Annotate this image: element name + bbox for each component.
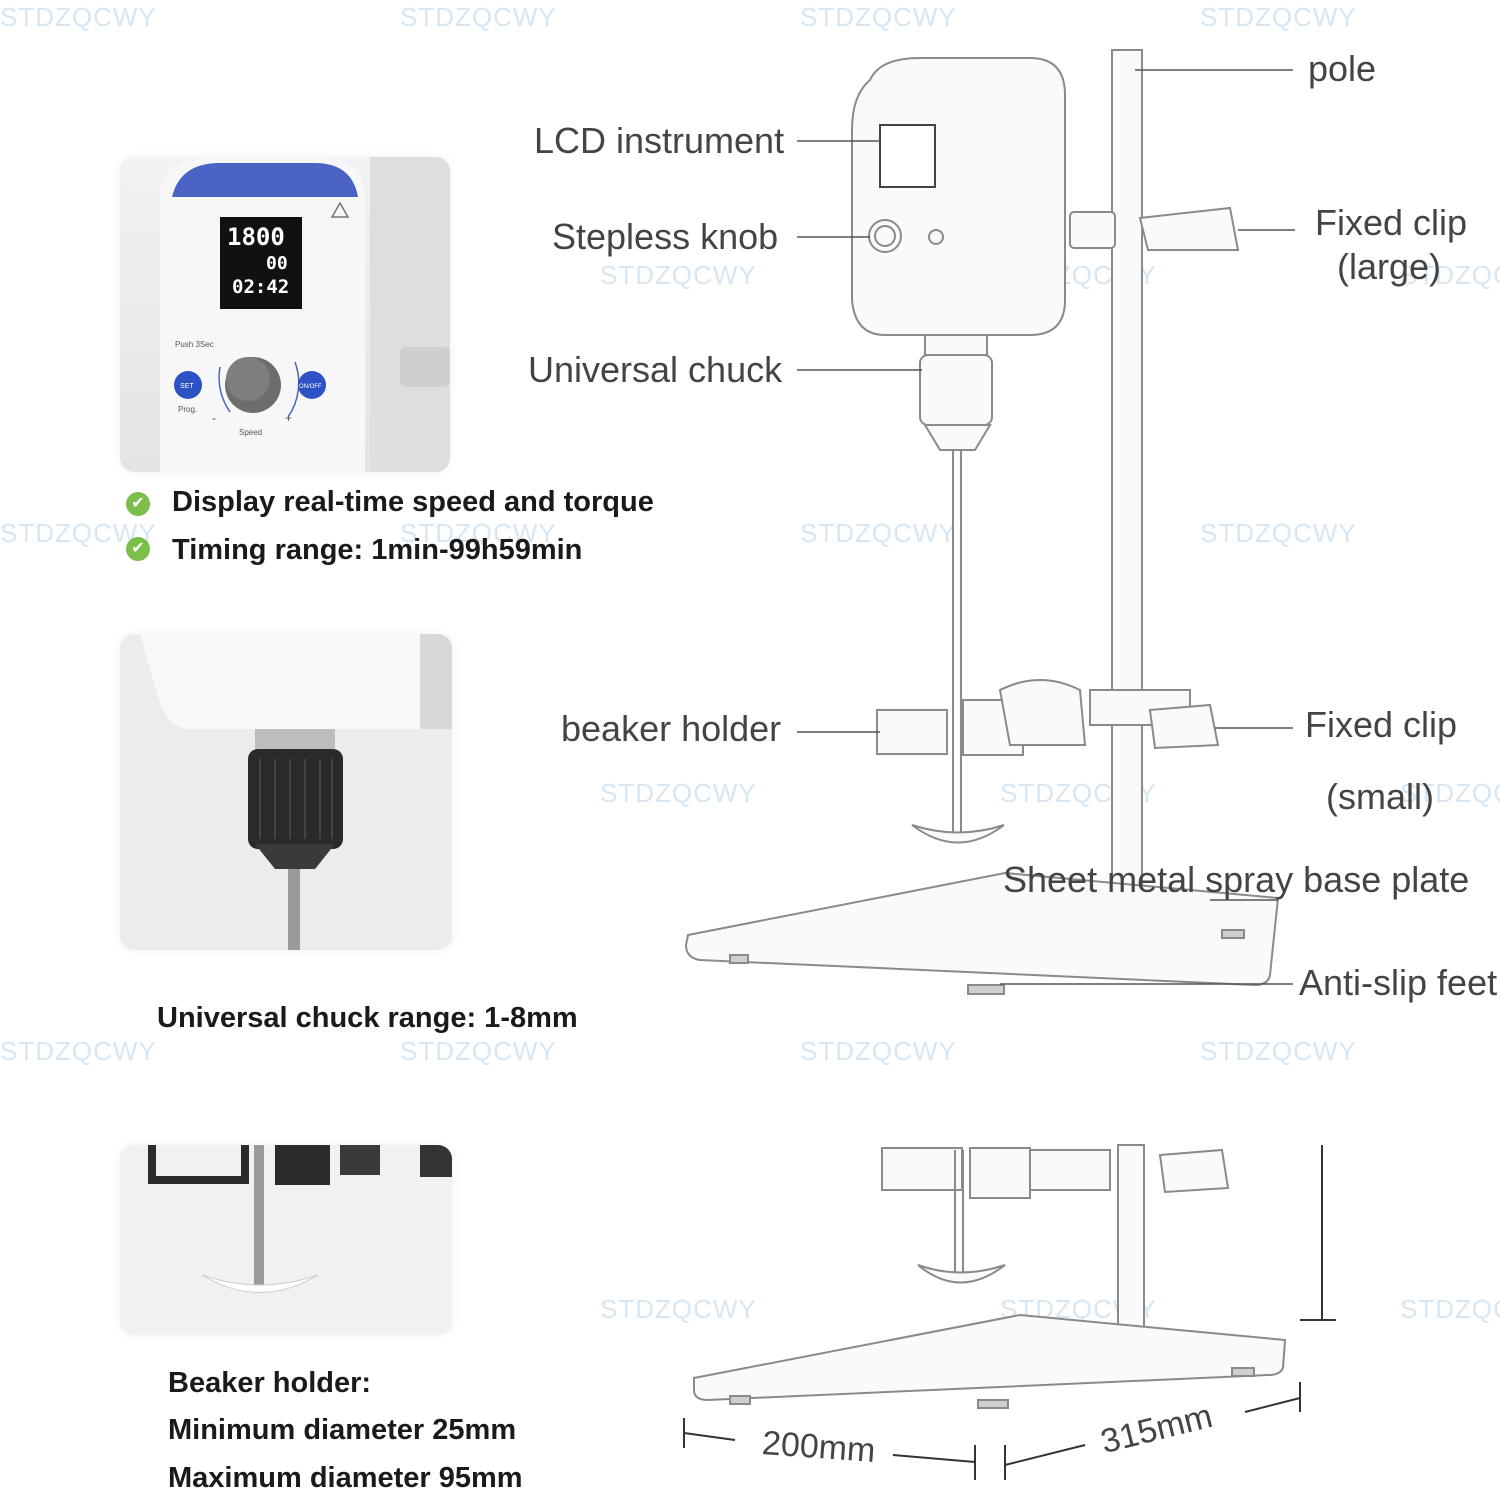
stirring-rod <box>254 1145 264 1285</box>
push-label: Push 3Sec <box>175 340 214 349</box>
stirring-rod <box>288 869 300 950</box>
watermark: STDZQCWY <box>0 2 157 32</box>
set-label: SET <box>180 383 194 390</box>
chuck-body <box>248 749 343 849</box>
watermark: STDZQCWY <box>1200 2 1357 32</box>
label-fixed-clip-small: Fixed clip <box>1305 704 1458 745</box>
chuck-illustration <box>120 634 452 950</box>
label-fixed-clip-large: Fixed clip <box>1315 202 1468 243</box>
plus-label: + <box>285 411 292 425</box>
watermark: STDZQCWY <box>600 778 757 808</box>
chuck-caption: Universal chuck range: 1-8mm <box>157 1002 578 1034</box>
label-lcd-instrument: LCD instrument <box>534 120 785 161</box>
beaker-caption-title: Beaker holder: <box>168 1367 372 1399</box>
set-button[interactable] <box>174 371 202 399</box>
beaker-holder-illustration <box>120 1145 452 1335</box>
speed-label: Speed <box>239 428 262 437</box>
minus-label: - <box>212 411 216 425</box>
watermark: STDZQCWY <box>1000 1294 1157 1324</box>
dimension-width: 200mm <box>760 1424 877 1470</box>
label-universal-chuck: Universal chuck <box>528 349 783 390</box>
beaker-caption-min: Minimum diameter 25mm <box>168 1414 517 1446</box>
label-fixed-clip-large-size: (large) <box>1337 246 1442 287</box>
watermark: STDZQCWY <box>600 260 757 290</box>
watermark: STDZQCWY <box>1400 260 1500 290</box>
impeller <box>201 1274 319 1293</box>
onoff-label: ON/OFF <box>299 384 322 390</box>
accent-band <box>172 163 358 197</box>
watermark: STDZQCWY <box>600 1294 757 1324</box>
watermark: STDZQCWY <box>1000 778 1157 808</box>
watermark: STDZQCWY <box>400 2 557 32</box>
feature-item: Timing range: 1min-99h59min <box>172 534 583 566</box>
watermark: STDZQCWY <box>800 518 957 548</box>
check-icon: ✔ <box>126 492 150 516</box>
lcd-time: 02:42 <box>232 276 289 298</box>
check-icon: ✔ <box>126 537 150 561</box>
watermark: STDZQCWY <box>800 1036 957 1066</box>
label-fixed-clip-small-size: (small) <box>1326 776 1434 817</box>
lcd-panel <box>879 124 936 188</box>
watermark: STDZQCWY <box>400 1036 557 1066</box>
watermark: STDZQCWY <box>0 1036 157 1066</box>
lcd-speed: 1800 <box>227 223 285 251</box>
motor-head <box>851 57 1066 336</box>
watermark: STDZQCWY <box>1400 1294 1500 1324</box>
watermark: STDZQCWY <box>400 518 557 548</box>
watermark: STDZQCWY <box>1200 518 1357 548</box>
control-panel-photo: 1800 00 02:42 Push 3Sec SET ON/OFF Prog.… <box>120 157 450 472</box>
dimension-drawing <box>693 1144 1287 1409</box>
lcd-torque: 00 <box>266 253 288 274</box>
control-panel-illustration: 1800 00 02:42 Push 3Sec SET ON/OFF Prog.… <box>160 157 450 472</box>
watermark: STDZQCWY <box>1000 260 1157 290</box>
label-stepless-knob: Stepless knob <box>552 216 779 257</box>
onoff-button[interactable] <box>298 371 326 399</box>
warning-icon <box>330 201 350 218</box>
prog-label: Prog. <box>178 405 197 414</box>
label-base-plate: Sheet metal spray base plate <box>1003 859 1470 900</box>
dimension-depth: 315mm <box>1096 1396 1217 1462</box>
label-anti-slip-feet: Anti-slip feet <box>1299 962 1498 1003</box>
watermark: STDZQCWY <box>800 2 957 32</box>
label-beaker-holder: beaker holder <box>561 708 782 749</box>
watermark: STDZQCWY <box>1200 1036 1357 1066</box>
chuck-photo <box>120 634 452 950</box>
beaker-caption-max: Maximum diameter 95mm <box>168 1462 523 1494</box>
lcd-screen <box>220 217 302 309</box>
label-pole: pole <box>1308 48 1377 89</box>
watermark: STDZQCWY <box>1400 778 1500 808</box>
beaker-holder-photo <box>120 1145 452 1335</box>
feature-item: Display real-time speed and torque <box>172 486 654 518</box>
